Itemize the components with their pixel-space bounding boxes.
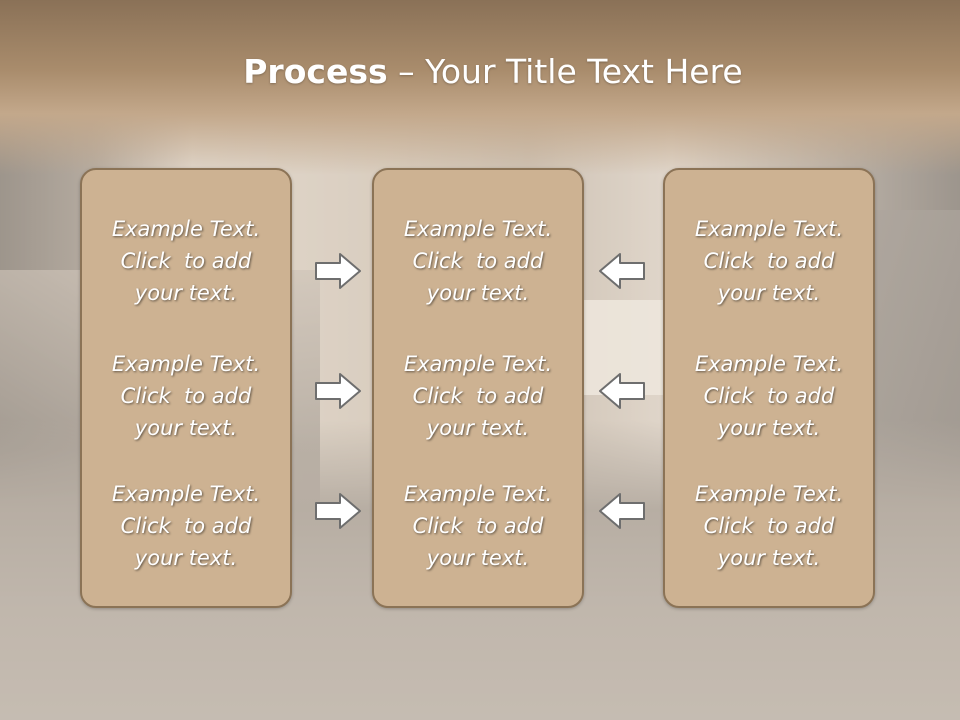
text-line: Example Text. xyxy=(111,352,261,376)
text-line: Example Text. xyxy=(694,217,844,241)
text-line: your text. xyxy=(426,281,530,305)
process-box-center[interactable]: Example Text. Click to add your text. Ex… xyxy=(372,168,584,608)
text-line: Example Text. xyxy=(111,217,261,241)
text-line: Click to add xyxy=(412,514,544,538)
arrow-left-icon[interactable] xyxy=(598,372,646,410)
text-line: your text. xyxy=(134,416,238,440)
process-box-left[interactable]: Example Text. Click to add your text. Ex… xyxy=(80,168,292,608)
text-placeholder[interactable]: Example Text. Click to add your text. xyxy=(82,348,290,444)
text-line: Example Text. xyxy=(403,352,553,376)
text-line: Click to add xyxy=(412,249,544,273)
slide-title-bold: Process xyxy=(243,52,388,91)
text-line: Example Text. xyxy=(111,482,261,506)
text-line: your text. xyxy=(426,546,530,570)
text-line: Click to add xyxy=(120,514,252,538)
text-placeholder[interactable]: Example Text. Click to add your text. xyxy=(374,213,582,309)
text-placeholder[interactable]: Example Text. Click to add your text. xyxy=(665,213,873,309)
text-line: your text. xyxy=(717,416,821,440)
text-line: Click to add xyxy=(120,384,252,408)
title-band xyxy=(0,0,960,175)
slide-title[interactable]: Process – Your Title Text Here xyxy=(0,52,960,91)
text-line: Example Text. xyxy=(694,482,844,506)
arrow-left-icon[interactable] xyxy=(598,492,646,530)
text-line: Click to add xyxy=(703,514,835,538)
text-placeholder[interactable]: Example Text. Click to add your text. xyxy=(665,478,873,574)
text-line: your text. xyxy=(717,546,821,570)
text-line: Click to add xyxy=(412,384,544,408)
text-line: Example Text. xyxy=(694,352,844,376)
text-placeholder[interactable]: Example Text. Click to add your text. xyxy=(82,478,290,574)
text-placeholder[interactable]: Example Text. Click to add your text. xyxy=(374,348,582,444)
text-line: your text. xyxy=(426,416,530,440)
text-line: Example Text. xyxy=(403,482,553,506)
text-line: Click to add xyxy=(703,249,835,273)
arrow-right-icon[interactable] xyxy=(314,492,362,530)
text-placeholder[interactable]: Example Text. Click to add your text. xyxy=(82,213,290,309)
text-placeholder[interactable]: Example Text. Click to add your text. xyxy=(665,348,873,444)
text-line: your text. xyxy=(717,281,821,305)
text-line: Click to add xyxy=(703,384,835,408)
process-box-right[interactable]: Example Text. Click to add your text. Ex… xyxy=(663,168,875,608)
arrow-left-icon[interactable] xyxy=(598,252,646,290)
text-line: Click to add xyxy=(120,249,252,273)
arrow-right-icon[interactable] xyxy=(314,372,362,410)
arrow-right-icon[interactable] xyxy=(314,252,362,290)
slide-title-rest: – Your Title Text Here xyxy=(387,52,743,91)
text-placeholder[interactable]: Example Text. Click to add your text. xyxy=(374,478,582,574)
text-line: your text. xyxy=(134,281,238,305)
text-line: Example Text. xyxy=(403,217,553,241)
text-line: your text. xyxy=(134,546,238,570)
